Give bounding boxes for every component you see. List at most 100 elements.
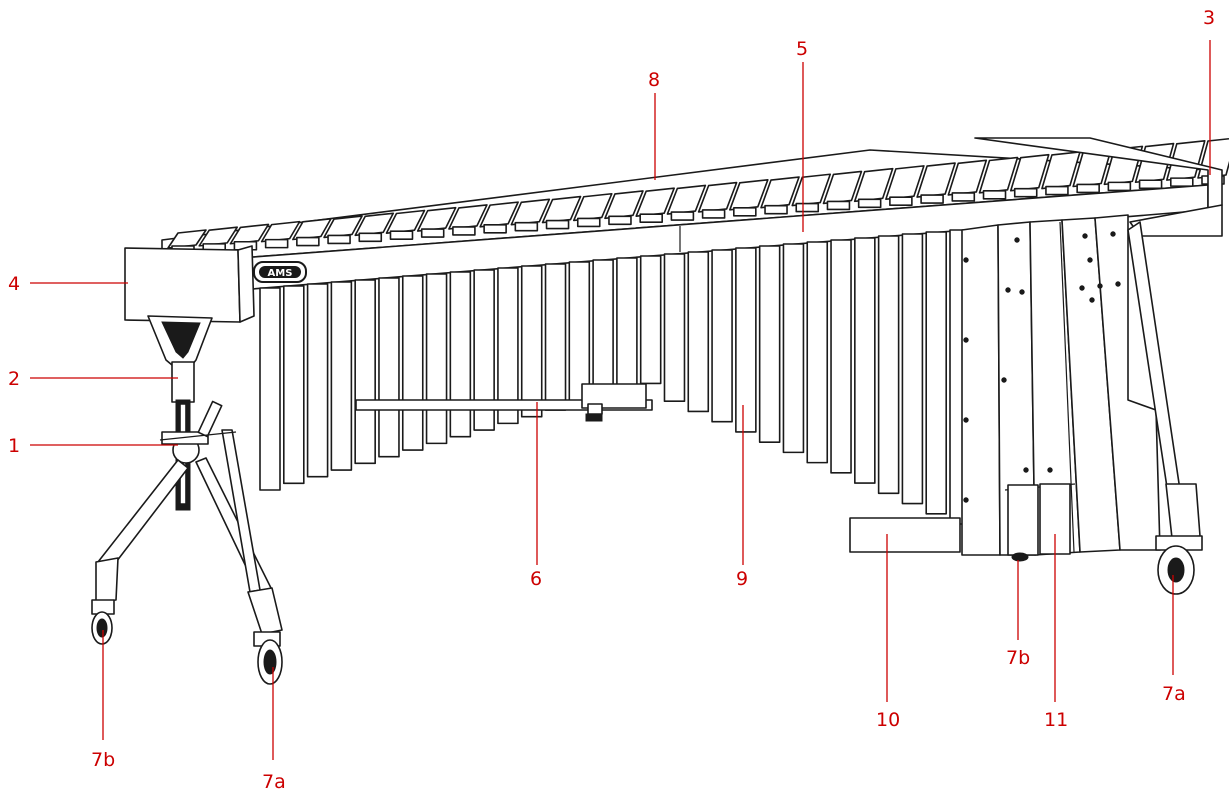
resonator-tube [687, 251, 710, 413]
tone-bar-front [733, 207, 757, 217]
tone-bar-front [1076, 183, 1100, 194]
tone-bar-front [795, 202, 820, 213]
tone-bar-front [452, 226, 476, 236]
resonator-tube [616, 257, 638, 391]
tone-bar-front [576, 217, 601, 228]
resonator-tube [663, 253, 686, 403]
resonator-tube [306, 283, 329, 478]
bolt-hole [1079, 285, 1085, 291]
right-stand [1011, 221, 1203, 595]
resonator-tube [735, 247, 757, 433]
resonator-tube [782, 243, 805, 454]
callout-label-9: 9 [736, 568, 748, 590]
bolt-hole [1005, 287, 1011, 293]
callout-label-5: 5 [796, 38, 808, 60]
tone-bar-front [889, 196, 913, 207]
resonator-tube [425, 273, 448, 445]
tone-bar-front [920, 194, 944, 204]
bolt-hole [1087, 257, 1093, 263]
callout-label-7a-right: 7a [1162, 683, 1186, 705]
resonator-tube [449, 271, 472, 438]
tone-bar-front [1138, 179, 1163, 190]
tone-bar-front [951, 192, 976, 202]
tone-bar-front [1107, 181, 1132, 192]
tone-bar-front [982, 190, 1007, 200]
tone-bar-front [296, 236, 320, 247]
bolt-hole [1019, 289, 1025, 295]
resonator-tube [401, 275, 424, 451]
tone-bar-front [358, 232, 383, 243]
callout-label-7a-left: 7a [262, 771, 286, 793]
left-end-cap [124, 245, 255, 323]
brand-logo-text: AMS [268, 268, 293, 279]
tone-bar-front [483, 223, 507, 234]
left-stand [91, 315, 283, 685]
resonator-tube [282, 285, 305, 485]
resonator-tube [639, 255, 662, 385]
resonator-tube [497, 267, 519, 425]
tone-bar-front [389, 230, 414, 240]
bolt-hole [1047, 467, 1053, 473]
resonator-tube [925, 231, 948, 515]
callout-label-7b-right: 7b [1006, 647, 1030, 669]
resonator-tube [520, 265, 543, 418]
bolt-hole [963, 257, 969, 263]
bolt-hole [963, 497, 969, 503]
resonator-tube [901, 233, 924, 505]
callout-label-4: 4 [8, 273, 20, 295]
resonator-tube [259, 287, 281, 491]
bolt-hole [1097, 283, 1103, 289]
bolt-hole [963, 417, 969, 423]
tone-bar-front [608, 215, 632, 226]
bolt-hole [963, 337, 969, 343]
bolt-hole [1110, 231, 1116, 237]
tone-bar-front [264, 238, 289, 249]
resonator-tube [711, 249, 733, 423]
callout-label-10: 10 [876, 709, 900, 731]
tone-bar-front [1013, 187, 1038, 198]
tone-bar-front [420, 228, 445, 238]
callout-label-8: 8 [648, 69, 660, 91]
resonator-tube [330, 281, 353, 471]
callout-label-11: 11 [1044, 709, 1068, 731]
bolt-hole [1089, 297, 1095, 303]
tone-bar-front [639, 213, 663, 223]
resonator-tube [568, 261, 591, 405]
tone-bar-front [826, 200, 851, 211]
tone-bar-front [857, 198, 882, 209]
callout-label-7b-left: 7b [91, 749, 115, 771]
brand-logo: AMS [253, 261, 307, 283]
resonator-tube [877, 235, 900, 495]
bolt-hole [1082, 233, 1088, 239]
callout-label-1: 1 [8, 435, 20, 457]
resonator-tube [544, 263, 567, 411]
frame-truss-bar [355, 383, 653, 422]
resonator-tube [758, 245, 781, 443]
resonator-tube [854, 237, 876, 484]
resonator-tube [830, 239, 852, 474]
resonator-tube [806, 241, 829, 464]
tone-bar-front [327, 234, 351, 245]
callout-label-3: 3 [1203, 7, 1215, 29]
tone-bar-front [514, 221, 539, 232]
bolt-hole [1115, 281, 1121, 287]
bolt-hole [1014, 237, 1020, 243]
callout-label-6: 6 [530, 568, 542, 590]
callouts: 1 2 3 4 5 6 7a 7b 7a 7b 8 9 10 11 [8, 7, 1215, 793]
bolt-holes [963, 231, 1121, 503]
tone-bar-front [764, 204, 788, 215]
tone-bar-front [1169, 177, 1194, 187]
resonator-tube [592, 259, 614, 398]
tone-bar-front [670, 211, 695, 221]
bolt-hole [1023, 467, 1029, 473]
callout-label-2: 2 [8, 368, 20, 390]
tone-bar-front [1045, 185, 1069, 196]
resonator-tube [378, 277, 400, 458]
tube-bank-right [849, 214, 1161, 556]
bolt-hole [1001, 377, 1007, 383]
resonator-tube [354, 279, 376, 465]
tone-bar-front [701, 209, 726, 219]
resonator-tube [473, 269, 495, 431]
tone-bar-front [545, 219, 570, 230]
